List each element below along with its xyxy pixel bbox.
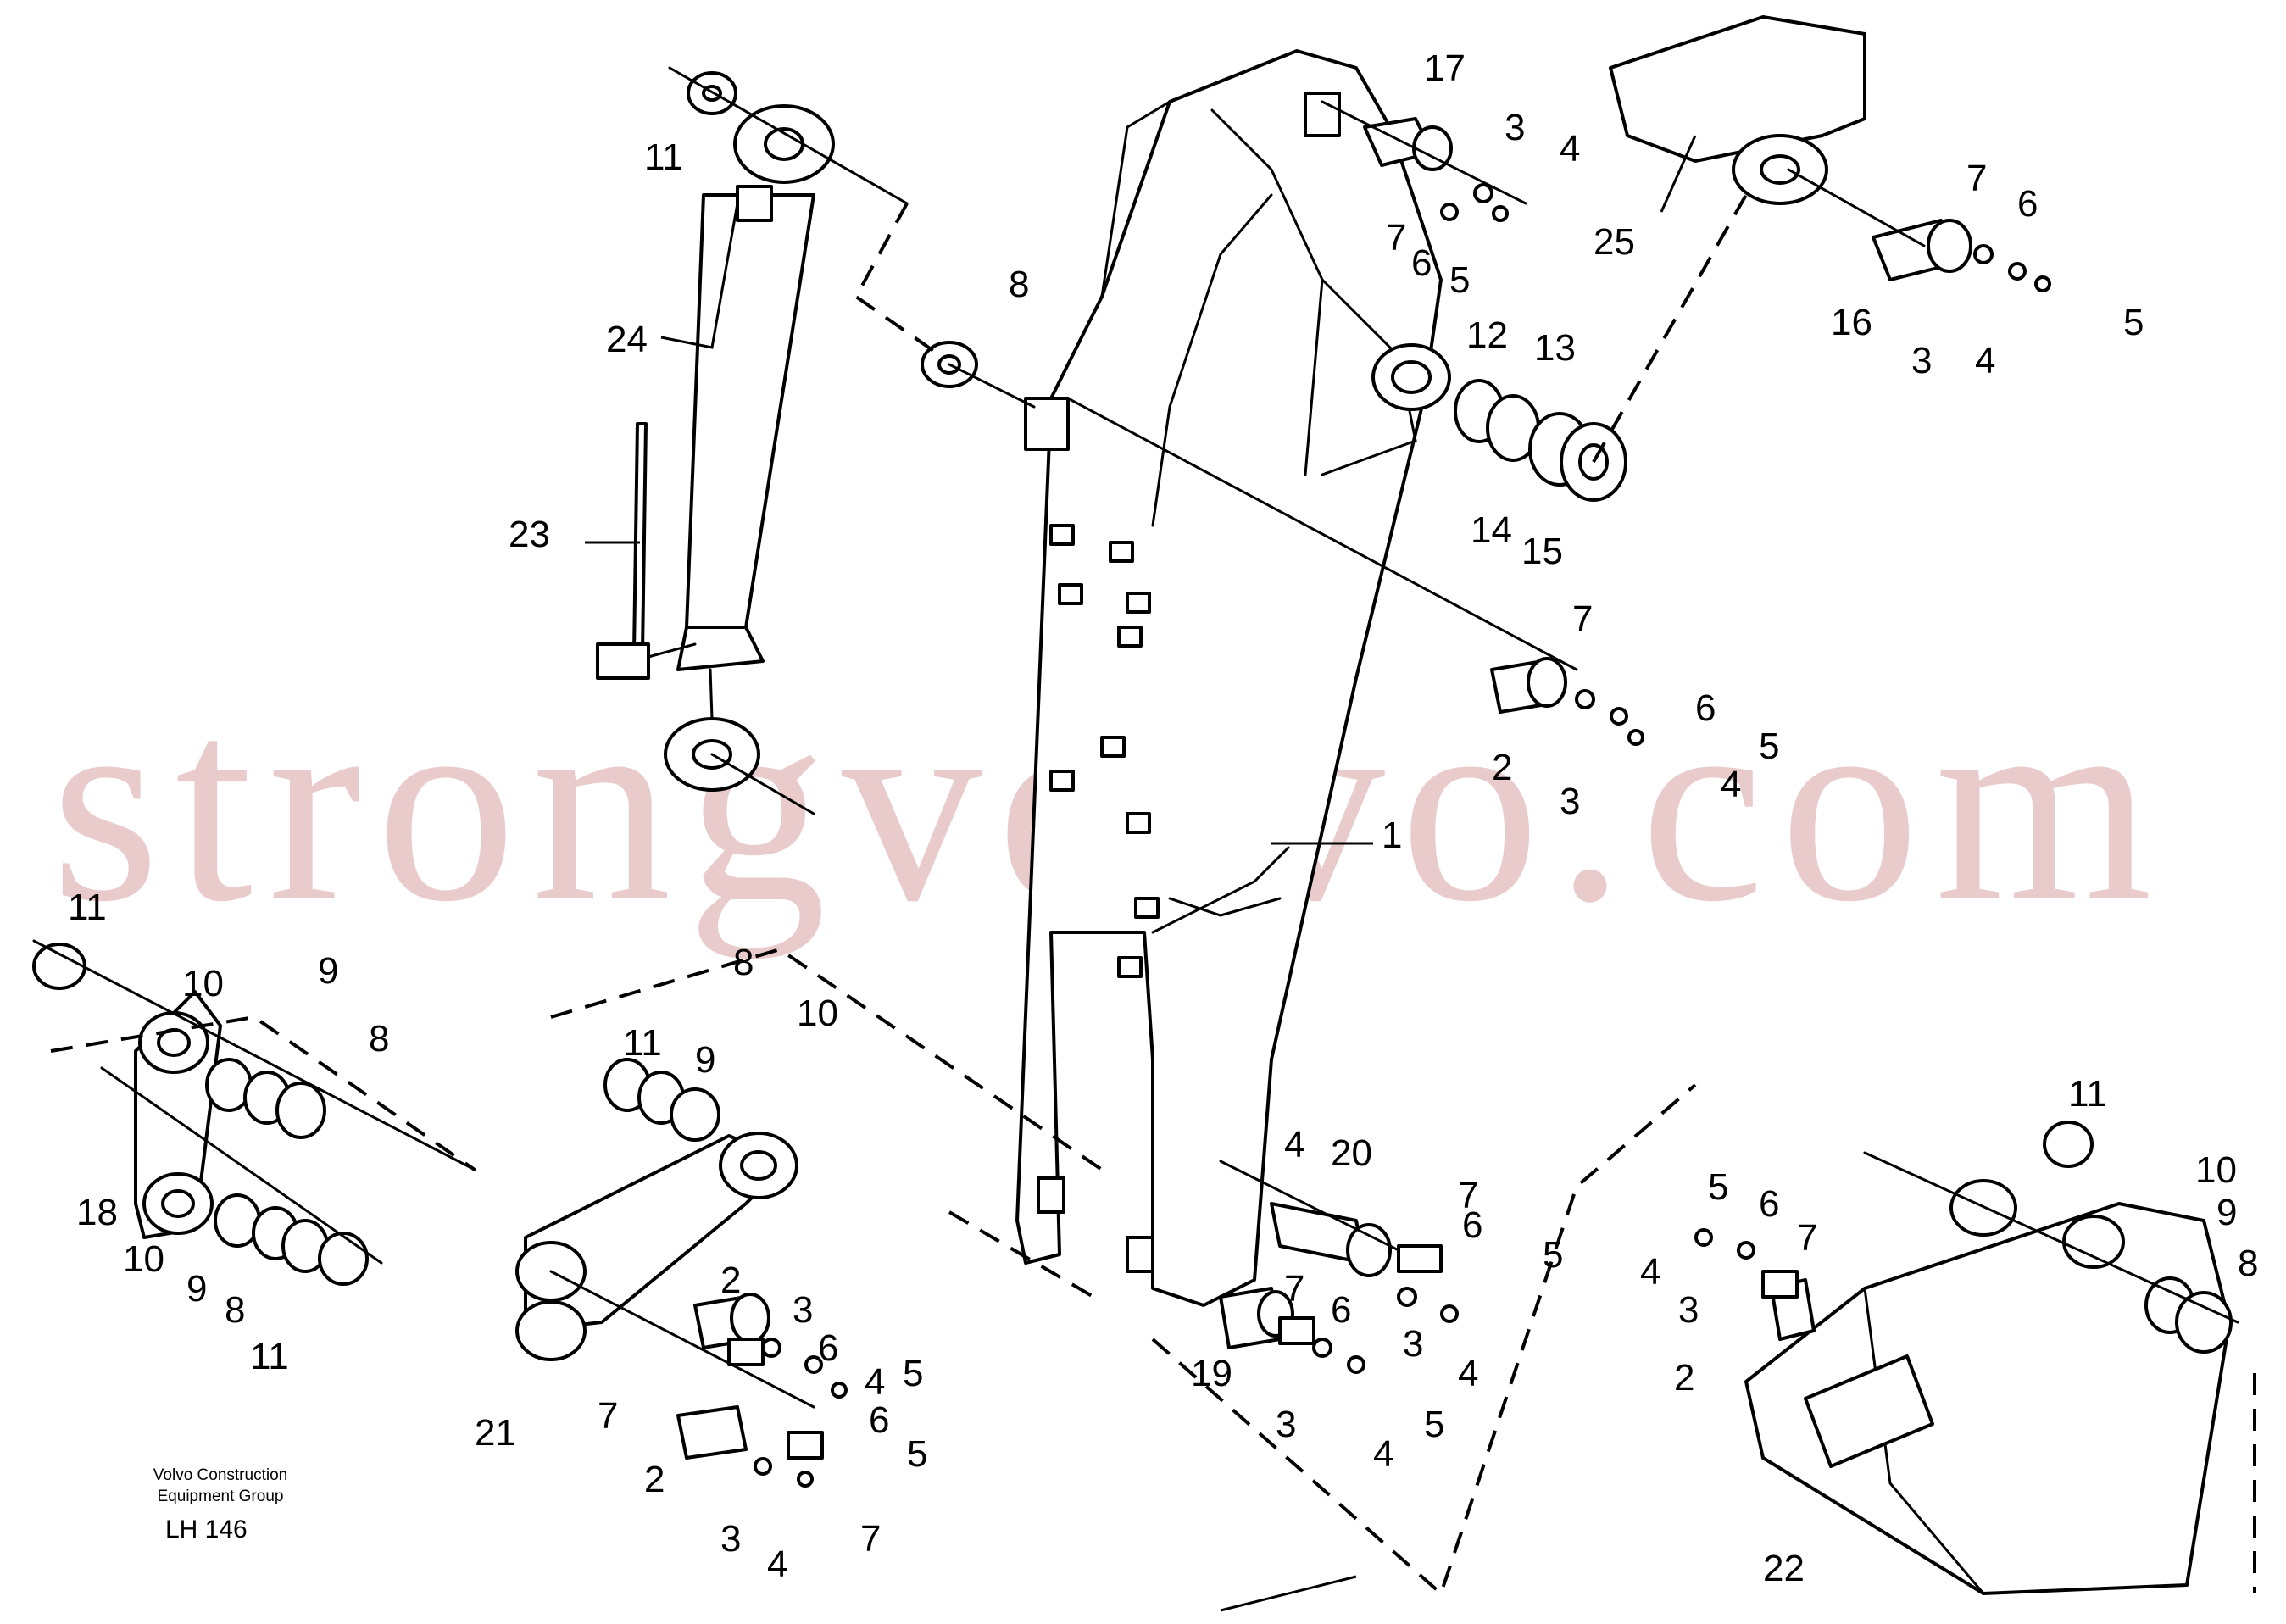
callout-19: 19	[1191, 1353, 1232, 1394]
link-arms	[134, 990, 798, 1361]
callout-7: 7	[1458, 1175, 1478, 1216]
callout-24: 24	[606, 319, 648, 360]
dashed-alignment-lines	[50, 194, 2256, 1597]
callout-7: 7	[1386, 217, 1406, 259]
callout-3: 3	[720, 1518, 741, 1560]
callout-3: 3	[1403, 1323, 1423, 1365]
callout-6: 6	[1331, 1289, 1351, 1331]
callout-11: 11	[68, 887, 107, 928]
callout-3: 3	[1276, 1404, 1296, 1445]
callout-11: 11	[2068, 1073, 2107, 1115]
callout-5: 5	[1424, 1404, 1444, 1445]
callout-8: 8	[733, 942, 754, 983]
callout-10: 10	[182, 963, 224, 1004]
callout-20: 20	[1331, 1132, 1372, 1174]
bucket	[1744, 1179, 2231, 1595]
callout-4: 4	[1284, 1124, 1304, 1165]
callout-6: 6	[869, 1399, 889, 1441]
callout-25: 25	[1594, 221, 1635, 263]
callout-6: 6	[1695, 687, 1716, 729]
callout-4: 4	[1640, 1251, 1660, 1293]
callout-10: 10	[2195, 1149, 2237, 1191]
fasteners	[727, 183, 2051, 1488]
callout-5: 5	[1449, 259, 1470, 301]
callout-8: 8	[369, 1018, 389, 1059]
callout-6: 6	[818, 1327, 838, 1369]
callout-7: 7	[1966, 158, 1987, 199]
callout-1: 1	[1382, 815, 1402, 856]
company-caption: Volvo Construction Equipment Group	[110, 1465, 331, 1507]
callout-3: 3	[1560, 781, 1580, 822]
callout-4: 4	[1975, 340, 1995, 381]
callout-4: 4	[1721, 764, 1741, 805]
callout-17: 17	[1424, 47, 1466, 89]
callout-15: 15	[1521, 531, 1563, 572]
callout-6: 6	[1759, 1183, 1779, 1225]
callout-2: 2	[644, 1459, 665, 1500]
callout-4: 4	[1560, 128, 1580, 170]
callout-23: 23	[509, 514, 550, 555]
upper-boom-tip	[1609, 15, 1866, 205]
callout-12: 12	[1466, 314, 1508, 356]
callout-7: 7	[1797, 1217, 1817, 1259]
callout-13: 13	[1534, 327, 1576, 369]
callout-4: 4	[865, 1361, 885, 1403]
assembly-lines	[32, 66, 2239, 1409]
callout-4: 4	[1458, 1353, 1478, 1394]
callout-5: 5	[1543, 1234, 1563, 1276]
callout-2: 2	[1674, 1357, 1694, 1399]
callout-7: 7	[1284, 1268, 1304, 1310]
callout-3: 3	[1911, 340, 1932, 381]
callout-5: 5	[907, 1433, 927, 1475]
callout-2: 2	[720, 1260, 741, 1301]
callout-9: 9	[318, 950, 338, 992]
callout-14: 14	[1471, 509, 1512, 551]
callout-22: 22	[1763, 1548, 1805, 1589]
callout-8: 8	[225, 1289, 245, 1331]
callout-9: 9	[186, 1268, 207, 1310]
callout-5: 5	[1759, 726, 1779, 767]
leader-lines	[585, 135, 1697, 1612]
company-line-2: Equipment Group	[157, 1488, 284, 1505]
callout-4: 4	[1373, 1433, 1393, 1475]
callout-7: 7	[1572, 598, 1593, 640]
callout-5: 5	[1708, 1166, 1728, 1208]
callout-9: 9	[2216, 1192, 2237, 1233]
callout-11: 11	[250, 1336, 289, 1377]
callout-18: 18	[76, 1192, 118, 1233]
callout-7: 7	[598, 1395, 618, 1437]
callout-10: 10	[797, 993, 838, 1034]
callout-5: 5	[2123, 302, 2144, 343]
company-line-1: Volvo Construction	[153, 1466, 288, 1484]
callout-8: 8	[2238, 1243, 2258, 1284]
callout-3: 3	[1678, 1289, 1699, 1331]
callout-6: 6	[1462, 1204, 1482, 1246]
callout-21: 21	[475, 1412, 516, 1454]
callout-labels: 1 2 2 2 2 3 3 3 3 3 3 3 3 4 4 4 4 4 4 4 …	[68, 47, 2258, 1589]
callout-9: 9	[695, 1039, 715, 1081]
callout-11: 11	[644, 136, 683, 178]
callout-3: 3	[1505, 107, 1525, 148]
callout-4: 4	[767, 1543, 787, 1585]
callout-2: 2	[1492, 747, 1512, 788]
callout-6: 6	[1411, 242, 1432, 284]
callout-5: 5	[903, 1353, 923, 1394]
callout-3: 3	[793, 1289, 813, 1331]
callout-8: 8	[1009, 264, 1029, 305]
callout-6: 6	[2017, 183, 2038, 225]
drawing-code: LH 146	[165, 1516, 248, 1543]
callout-11: 11	[623, 1022, 662, 1064]
callout-7: 7	[860, 1518, 881, 1560]
callout-10: 10	[123, 1238, 164, 1280]
callout-16: 16	[1831, 302, 1872, 343]
